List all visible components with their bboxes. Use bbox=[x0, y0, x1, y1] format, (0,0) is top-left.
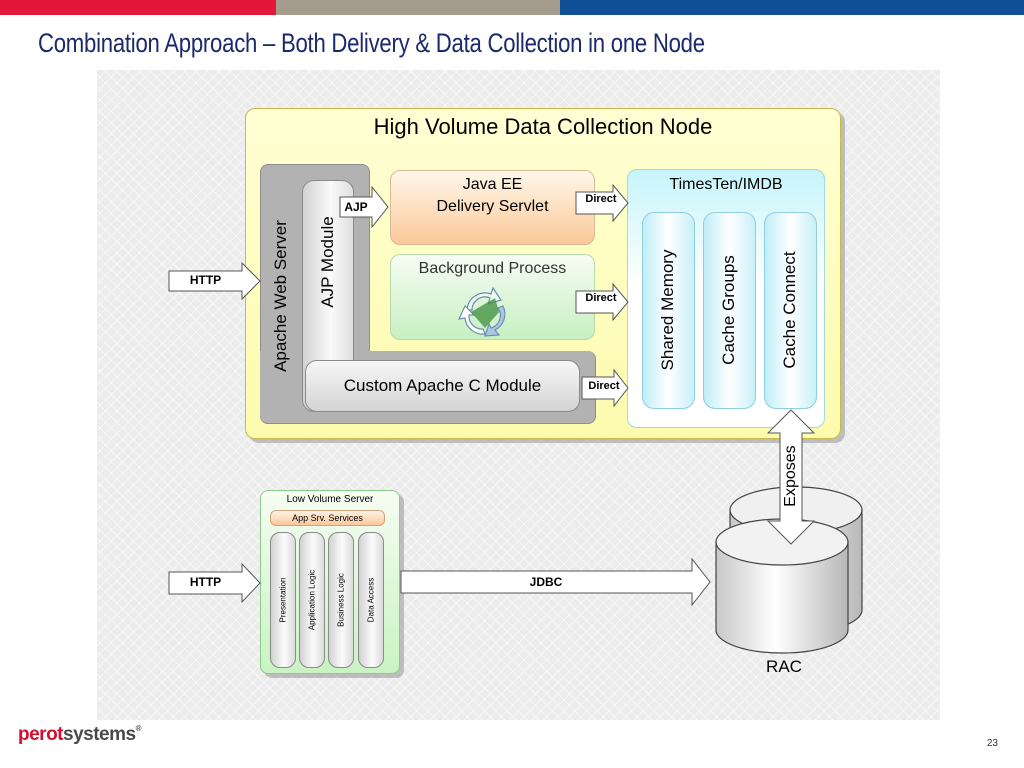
shared-memory-column bbox=[642, 212, 695, 409]
application-logic-label: Application Logic bbox=[307, 569, 317, 631]
ajp-module-label: AJP Module bbox=[318, 216, 337, 308]
high-volume-node-title: High Volume Data Collection Node bbox=[373, 114, 713, 139]
application-logic-layer bbox=[299, 532, 325, 668]
http-top-label: HTTP bbox=[189, 273, 222, 287]
http-bottom-label: HTTP bbox=[189, 575, 222, 589]
shared-memory-label: Shared Memory bbox=[658, 249, 677, 371]
presentation-label: Presentation bbox=[278, 577, 288, 623]
low-volume-server-title: Low Volume Server bbox=[286, 494, 374, 505]
direct-label-1: Direct bbox=[585, 193, 617, 205]
direct-arrow-3 bbox=[581, 369, 629, 407]
http-arrow-bottom bbox=[168, 563, 261, 603]
ajp-arrow bbox=[339, 186, 389, 228]
cache-groups-column bbox=[703, 212, 756, 409]
business-logic-layer bbox=[328, 532, 354, 668]
direct-label-2: Direct bbox=[585, 292, 617, 304]
timesten-title: TimesTen/IMDB bbox=[669, 176, 783, 193]
exposes-label: Exposes bbox=[782, 445, 799, 507]
cycle-icon bbox=[457, 286, 506, 337]
app-server-services-label: App Srv. Services bbox=[292, 513, 363, 523]
jdbc-arrow bbox=[400, 558, 711, 606]
cache-groups-label: Cache Groups bbox=[719, 255, 738, 365]
presentation-layer bbox=[270, 532, 296, 668]
custom-apache-c-module bbox=[305, 360, 580, 412]
business-logic-label: Business Logic bbox=[336, 573, 346, 627]
apache-web-server-label: Apache Web Server bbox=[271, 220, 290, 372]
slide-title: Combination Approach – Both Delivery & D… bbox=[38, 28, 705, 58]
perotsystems-logo: perotsystems® bbox=[18, 724, 142, 745]
java-ee-label-1: Java EE bbox=[462, 176, 523, 193]
top-bar-blue bbox=[560, 0, 1024, 15]
top-bar-red bbox=[0, 0, 276, 15]
java-ee-label-2: Delivery Servlet bbox=[436, 198, 549, 215]
exposes-arrow bbox=[766, 409, 816, 545]
direct-label-3: Direct bbox=[588, 380, 620, 392]
data-access-layer bbox=[358, 532, 384, 668]
direct-arrow-2 bbox=[575, 283, 629, 321]
app-server-services bbox=[270, 510, 385, 526]
cache-connect-label: Cache Connect bbox=[780, 251, 799, 369]
rac-label: RAC bbox=[766, 657, 802, 676]
page-number: 23 bbox=[986, 738, 998, 749]
data-access-label: Data Access bbox=[366, 577, 376, 623]
ajp-label: AJP bbox=[344, 200, 368, 214]
http-arrow-top bbox=[168, 262, 261, 300]
direct-arrow-1 bbox=[575, 184, 629, 222]
custom-module-label: Custom Apache C Module bbox=[343, 376, 542, 395]
jdbc-label: JDBC bbox=[529, 575, 563, 589]
top-bar-gray bbox=[276, 0, 560, 15]
background-process-label: Background Process bbox=[418, 260, 567, 277]
java-ee-servlet bbox=[390, 170, 595, 245]
cache-connect-column bbox=[764, 212, 817, 409]
